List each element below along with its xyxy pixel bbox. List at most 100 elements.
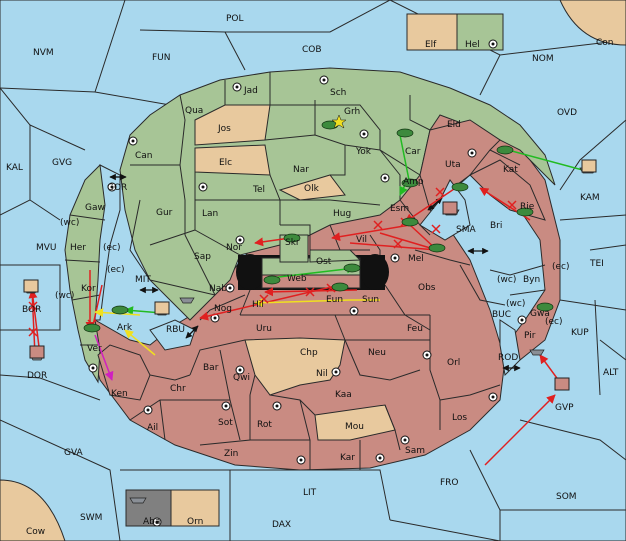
label-tei: TEI xyxy=(589,259,604,269)
province-elf[interactable] xyxy=(406,13,458,51)
label-fun: FUN xyxy=(152,53,171,63)
label-nab: Nab xyxy=(209,284,227,294)
label-gaw: Gaw xyxy=(85,203,105,213)
label-lit: LIT xyxy=(303,488,317,498)
label-uru: Uru xyxy=(256,324,272,334)
label-uta: Uta xyxy=(445,160,461,170)
label-pir: Pir xyxy=(524,331,536,341)
label-chr: Chr xyxy=(170,384,186,394)
label-rod: ROD xyxy=(498,353,518,363)
kam-home-marker xyxy=(581,159,597,173)
label-mel: Mel xyxy=(408,254,424,264)
province-chp[interactable] xyxy=(244,337,346,396)
label-jad: Jad xyxy=(243,86,258,96)
label-los: Los xyxy=(452,413,467,423)
label-qua: Qua xyxy=(185,106,203,116)
label-som: SOM xyxy=(556,492,577,502)
label-kaa: Kaa xyxy=(335,390,352,400)
province-ost[interactable] xyxy=(309,249,362,263)
label-esm: Esm xyxy=(390,204,409,214)
internal-borders xyxy=(64,72,546,470)
label-wc3: (wc) xyxy=(497,275,516,285)
central-lake-west xyxy=(236,254,264,290)
label-sch: Sch xyxy=(330,88,346,98)
label-chp: Chp xyxy=(300,348,318,358)
label-nom: NOM xyxy=(532,54,554,64)
label-elf: Elf xyxy=(425,40,437,50)
label-wc2: (wc) xyxy=(55,291,74,301)
label-sam: Sam xyxy=(405,446,425,456)
label-gva: GVA xyxy=(64,448,84,458)
label-mou: Mou xyxy=(345,422,364,432)
label-nvm: NVM xyxy=(33,48,54,58)
province-labels: POL NVM FUN COB Elf Hel Con NOM OVD KAL … xyxy=(6,14,619,537)
label-gvg: GVG xyxy=(52,158,72,168)
label-hug: Hug xyxy=(333,209,351,219)
label-nog: Nog xyxy=(214,304,232,314)
central-lake-east xyxy=(361,254,389,290)
label-alt: ALT xyxy=(603,368,619,378)
province-orn[interactable] xyxy=(170,489,220,527)
label-qwi: Qwi xyxy=(233,373,250,383)
label-buc: BUC xyxy=(492,310,511,320)
label-fro: FRO xyxy=(440,478,459,488)
label-neu: Neu xyxy=(368,348,386,358)
label-kam: KAM xyxy=(580,193,600,203)
label-gor: GOR xyxy=(107,183,127,193)
province-jos[interactable] xyxy=(194,104,271,146)
label-kat: Kat xyxy=(503,165,518,175)
label-bri: Bri xyxy=(490,221,502,231)
label-sap: Sap xyxy=(194,252,211,262)
label-ark: Ark xyxy=(117,323,133,333)
strait-markers xyxy=(109,173,521,372)
label-kal: KAL xyxy=(6,163,23,173)
bor-home-marker xyxy=(23,279,39,293)
label-con: Con xyxy=(596,38,614,48)
label-jos: Jos xyxy=(217,124,231,134)
label-her: Her xyxy=(70,243,86,253)
province-skr[interactable] xyxy=(279,234,309,263)
sma-home-marker xyxy=(442,201,458,215)
label-rot: Rot xyxy=(257,420,272,430)
label-gvp: GVP xyxy=(555,403,574,413)
inner-sea-gor xyxy=(94,164,121,321)
label-car: Car xyxy=(405,147,421,157)
label-amp: Amp xyxy=(403,177,424,187)
label-orn: Orn xyxy=(187,517,203,527)
label-wc1: (wc) xyxy=(60,218,79,228)
province-olk[interactable] xyxy=(278,174,346,201)
label-feu: Feu xyxy=(407,324,423,334)
label-hil: Hil xyxy=(252,300,264,310)
star-icon xyxy=(331,114,347,129)
label-cob: COB xyxy=(302,45,322,55)
label-ver: Ver xyxy=(87,344,102,354)
label-mit: MIT xyxy=(135,275,151,285)
label-bor: BOR xyxy=(22,305,41,315)
label-gwa: Gwa xyxy=(530,309,550,319)
label-cow: Cow xyxy=(26,527,45,537)
province-mou[interactable] xyxy=(314,404,396,441)
label-ec3: (ec) xyxy=(552,262,570,272)
green-units xyxy=(83,120,554,333)
label-swm: SWM xyxy=(80,513,102,523)
label-skr: Skr xyxy=(285,238,300,248)
label-web: Web xyxy=(287,274,307,284)
label-wc4: (wc) xyxy=(506,299,525,309)
label-orl: Orl xyxy=(447,358,460,368)
label-aba: Aba xyxy=(143,517,160,527)
label-ost: Ost xyxy=(316,257,332,267)
supply-centers xyxy=(88,39,527,527)
label-zin: Zin xyxy=(224,449,238,459)
label-kar: Kar xyxy=(340,453,355,463)
province-elc[interactable] xyxy=(194,144,271,176)
label-kup: KUP xyxy=(571,328,589,338)
label-rbu: RBU xyxy=(166,325,185,335)
label-dor: DOR xyxy=(27,371,47,381)
dor-home-marker xyxy=(29,345,45,359)
label-vil: Vil xyxy=(356,235,367,245)
label-sma: SMA xyxy=(456,225,476,235)
gvp-home-marker xyxy=(554,377,570,391)
label-ec4: (ec) xyxy=(545,317,563,327)
label-rie: Rie xyxy=(520,202,535,212)
